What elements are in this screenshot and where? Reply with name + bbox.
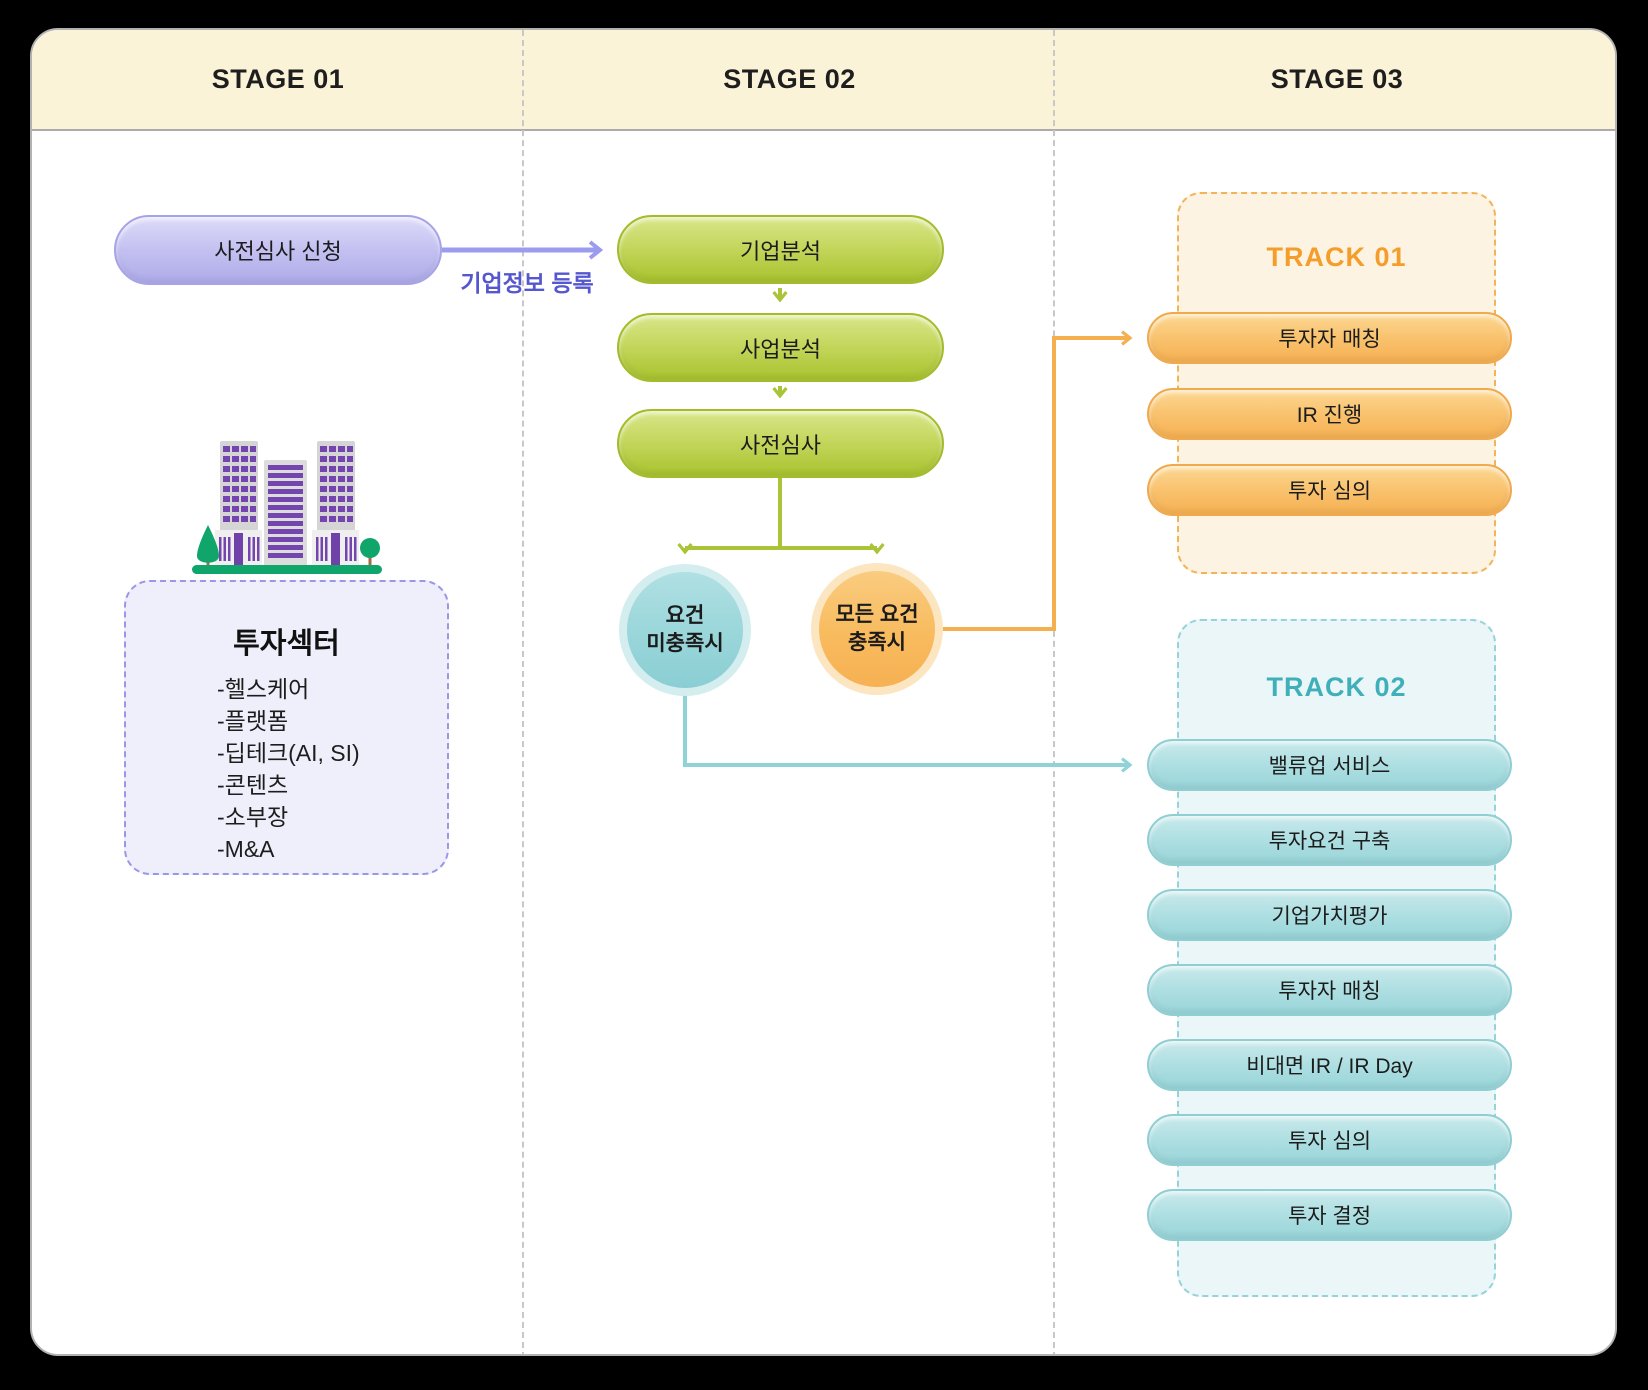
track02-step-requirements-build: 투자요건 구축	[1147, 814, 1512, 866]
sector-item-sobujang: -소부장	[217, 804, 289, 830]
track02-step-valuation: 기업가치평가	[1147, 889, 1512, 941]
track02-box	[1177, 619, 1496, 1297]
track01-title: TRACK 01	[1266, 242, 1407, 272]
track02-title: TRACK 02	[1266, 672, 1407, 702]
track02-step-investment-review: 투자 심의	[1147, 1114, 1512, 1166]
stage-divider-1	[522, 30, 524, 1354]
track02-step-investment-decision: 투자 결정	[1147, 1189, 1512, 1241]
sector-item-healthcare: -헬스케어	[217, 676, 310, 702]
stage-03-label: STAGE 03	[1270, 64, 1404, 94]
stage-02-label: STAGE 02	[723, 64, 856, 94]
sector-item-platform: -플랫폼	[217, 708, 289, 734]
connector-pass-to-track1	[935, 330, 1133, 631]
track01-step-investor-matching: 투자자 매칭	[1147, 312, 1512, 364]
company-info-arrow-label: 기업정보 등록	[460, 270, 594, 296]
business-analysis-pill: 사업분석	[617, 313, 944, 382]
sector-item-mna: -M&A	[217, 836, 275, 862]
connector-fail-to-track2	[683, 694, 1133, 773]
process-flow-card: STAGE 01 STAGE 02 STAGE 03	[30, 28, 1617, 1356]
track01-step-investment-review: 투자 심의	[1147, 464, 1512, 516]
sector-box-title: 투자섹터	[233, 628, 340, 660]
stage-divider-2	[1053, 30, 1055, 1354]
track01-step-ir: IR 진행	[1147, 388, 1512, 440]
requirements-not-met-circle: 요건 미충족시	[627, 572, 743, 688]
company-analysis-pill: 기업분석	[617, 215, 944, 284]
stage-header-band	[32, 30, 1615, 131]
sector-item-contents: -콘텐츠	[217, 772, 289, 798]
track02-step-investor-matching: 투자자 매칭	[1147, 964, 1512, 1016]
branch-stem	[685, 478, 877, 550]
track02-step-remote-ir: 비대면 IR / IR Day	[1147, 1039, 1512, 1091]
prescreening-pill: 사전심사	[617, 409, 944, 478]
sector-item-deeptech: -딥테크(AI, SI)	[217, 740, 360, 766]
all-requirements-met-circle: 모든 요건 충족시	[819, 571, 935, 687]
investment-sector-box: 투자섹터 -헬스케어 -플랫폼 -딥테크(AI, SI) -콘텐츠 -소부장 -…	[124, 580, 449, 875]
building-city-icon	[192, 441, 382, 574]
track02-step-valueup-service: 밸류업 서비스	[1147, 739, 1512, 791]
stage-01-label: STAGE 01	[211, 64, 345, 94]
apply-prescreening-pill: 사전심사 신청	[114, 215, 442, 285]
